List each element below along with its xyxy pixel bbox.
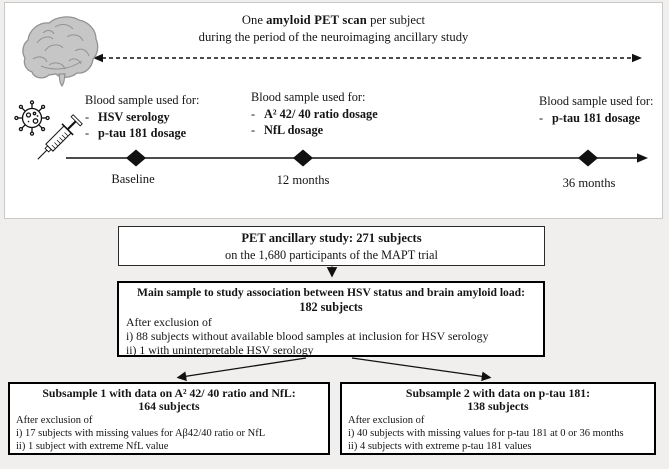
flow-box-main-sample: Main sample to study association between… (117, 281, 545, 357)
exclusion-item: ii) 1 subject with extreme NfL value (16, 441, 169, 453)
blood-item: -HSV serology (85, 109, 170, 124)
blood-title: Blood sample used for: (251, 90, 366, 104)
blood-sample-baseline: Blood sample used for: -HSV serology -p-… (85, 92, 250, 142)
milestone-label-12-months: 12 months (276, 173, 330, 187)
flow-box-subsample-2: Subsample 2 with data on p-tau 181: 138 … (340, 382, 656, 455)
bullet-dash: - (85, 109, 90, 124)
pet-scan-period-arrow (93, 53, 642, 63)
blood-title: Blood sample used for: (539, 94, 654, 108)
header-line1: One amyloid PET scan per subject (241, 13, 426, 27)
exclusion-item: ii) 4 subjects with extreme p-tau 181 va… (348, 441, 532, 453)
exclusion-item: i) 40 subjects with missing values for p… (348, 427, 624, 439)
panel-header: One amyloid PET scan per subject during … (5, 12, 662, 46)
diamond-marker (293, 149, 313, 167)
exclusion-intro: After exclusion of (348, 414, 425, 426)
timeline-graphics (66, 53, 648, 167)
blood-title: Blood sample used for: (85, 93, 200, 107)
blood-sample-36-months: Blood sample used for: -p-tau 181 dosage (539, 93, 669, 126)
flow-box-subtitle: on the 1,680 participants of the MAPT tr… (225, 248, 438, 262)
milestone-label-36-months: 36 months (562, 176, 616, 190)
blood-item: -A² 42/ 40 ratio dosage (251, 106, 378, 121)
header-line2: during the period of the neuroimaging an… (198, 30, 469, 44)
virus-icon (14, 100, 50, 136)
arrow-box2-to-subsample2 (351, 357, 492, 382)
bullet-dash: - (251, 123, 256, 137)
bullet-dash: - (539, 110, 544, 125)
blood-item: -NfL dosage (251, 123, 324, 137)
exclusion-item: ii) 1 with uninterpretable HSV serology (126, 343, 314, 357)
syringe-icon (37, 114, 83, 160)
flow-box-subsample-1: Subsample 1 with data on A² 42/ 40 ratio… (8, 382, 330, 455)
flow-box-title: Main sample to study association between… (137, 286, 525, 299)
brain-icon (22, 16, 99, 87)
blood-sample-12-months: Blood sample used for: -A² 42/ 40 ratio … (251, 89, 426, 139)
time-axis (66, 153, 648, 163)
arrow-box2-to-subsample1 (176, 357, 307, 382)
bullet-dash: - (251, 106, 256, 121)
timeline-panel: One amyloid PET scan per subject during … (4, 2, 663, 219)
exclusion-item: i) 88 subjects without available blood s… (126, 329, 489, 343)
flow-box-count: 164 subjects (138, 399, 200, 413)
exclusion-item: i) 17 subjects with missing values for A… (16, 427, 266, 439)
diamond-marker (126, 149, 146, 167)
diamond-marker (578, 149, 598, 167)
flow-box-pet-ancillary: PET ancillary study: 271 subjects on the… (118, 226, 545, 266)
milestone-label-baseline: Baseline (111, 172, 155, 186)
flow-box-count: 182 subjects (299, 300, 363, 314)
exclusion-intro: After exclusion of (16, 414, 93, 426)
flow-box-title: Subsample 2 with data on p-tau 181: (405, 386, 591, 400)
flow-box-title: Subsample 1 with data on A² 42/ 40 ratio… (42, 386, 296, 400)
blood-item: -p-tau 181 dosage (85, 126, 187, 140)
exclusion-intro: After exclusion of (126, 315, 212, 329)
flow-box-count: 138 subjects (467, 399, 529, 413)
bullet-dash: - (85, 126, 90, 140)
blood-item: -p-tau 181 dosage (539, 110, 641, 125)
flow-box-title: PET ancillary study: 271 subjects (241, 231, 422, 245)
